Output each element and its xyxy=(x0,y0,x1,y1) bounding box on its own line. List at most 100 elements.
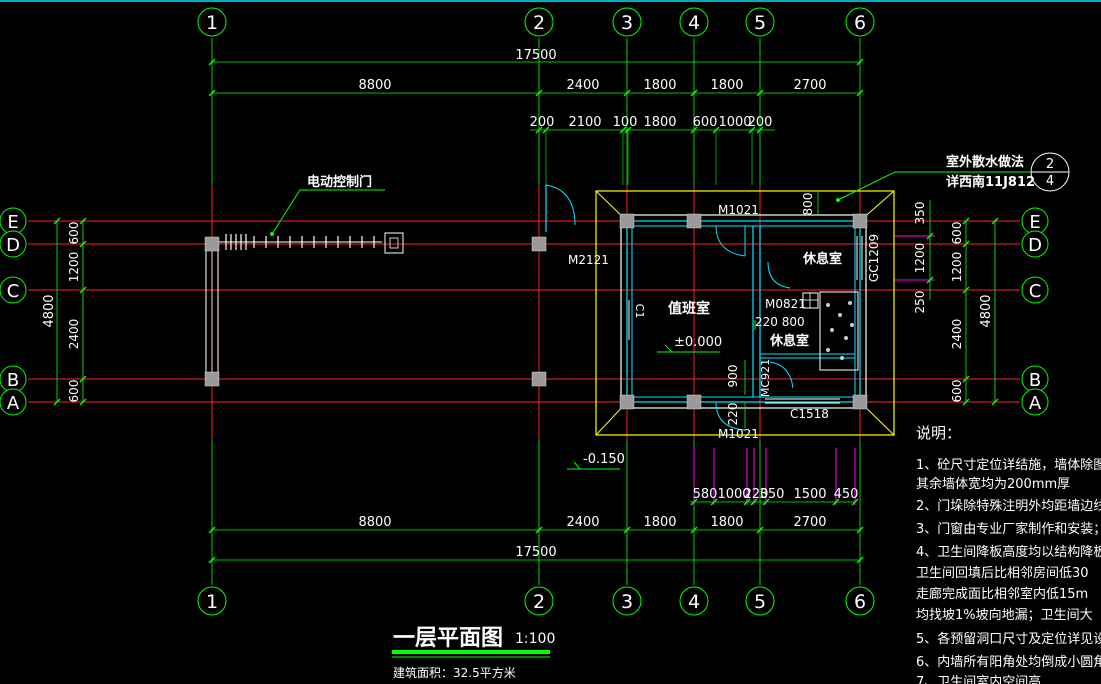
drawing-title: 一层平面图 xyxy=(393,626,503,651)
axis-D-left: D xyxy=(6,235,20,256)
building-area: 建筑面积：32.5平方米 xyxy=(393,665,516,680)
label-duty-room: 值班室 xyxy=(668,300,710,317)
dim-bot-r1-1: 580 xyxy=(693,487,718,502)
dim-top-r2-6: 1000 xyxy=(718,115,751,130)
label-drainage-2: 详西南11J812 xyxy=(946,174,1035,190)
axis-4-top: 4 xyxy=(688,12,700,34)
note-4b: 卫生间回填后比相邻房间低30 xyxy=(916,565,1089,581)
dim-bot-r1-4: 350 xyxy=(760,487,785,502)
label-drainage-num: 2 xyxy=(1046,157,1054,172)
dim-total-top: 17500 xyxy=(515,48,556,63)
note-1: 1、砼尺寸定位详结施，墙体除图中 xyxy=(916,458,1101,473)
building-outline xyxy=(204,152,1070,470)
title-block: 一层平面图 1:100 建筑面积：32.5平方米 xyxy=(392,626,555,680)
axis-3-top: 3 xyxy=(621,12,633,34)
label-d900: 900 xyxy=(726,365,740,388)
dim-bot-r1-2: 1000 xyxy=(717,487,750,502)
dim-bot-r2-1: 8800 xyxy=(358,515,391,530)
dim-right-inner-1: 350 xyxy=(913,202,927,225)
axis-E-left: E xyxy=(7,212,18,233)
axis-B-right: B xyxy=(1029,370,1041,391)
axis-5-bottom: 5 xyxy=(754,591,766,613)
dim-top-2: 2400 xyxy=(566,78,599,93)
label-c1: C1 xyxy=(633,304,646,319)
label-m0821: M0821 xyxy=(765,297,806,311)
dim-right-4: 600 xyxy=(950,380,964,403)
notes-heading: 说明： xyxy=(916,424,961,442)
note-1b: 其余墙体宽均为200mm厚 xyxy=(916,476,1070,492)
note-6: 6、内墙所有阳角处均倒成小圆角。 xyxy=(916,654,1101,670)
top-dimensions: 17500 8800 2400 1800 1800 2700 200 2100 … xyxy=(208,48,864,185)
dim-bot-r1-3: 220 xyxy=(744,487,769,502)
dim-left-3: 2400 xyxy=(67,319,81,350)
dim-top-3: 1800 xyxy=(643,78,676,93)
axis-1-top: 1 xyxy=(206,12,218,34)
dim-top-r2-3: 100 xyxy=(613,115,638,130)
label-drainage-1: 室外散水做法 xyxy=(946,154,1024,170)
left-dimensions: 4800 600 1200 2400 600 xyxy=(42,217,87,406)
note-4: 4、卫生间降板高度均以结构降板高 xyxy=(916,544,1101,560)
label-d800-top: 800 xyxy=(801,193,815,216)
gate-label: 电动控制门 xyxy=(307,174,372,190)
dim-bot-r2-5: 2700 xyxy=(793,515,826,530)
axis-E-right: E xyxy=(1029,212,1040,233)
dim-bot-r1-6: 450 xyxy=(834,487,859,502)
dim-left-2: 1200 xyxy=(67,252,81,283)
axis-A-right: A xyxy=(1029,393,1042,414)
label-elev-outside: -0.150 xyxy=(583,452,625,467)
electric-gate: 电动控制门 xyxy=(205,174,404,380)
dim-bot-r2-3: 1800 xyxy=(643,515,676,530)
label-c1518: C1518 xyxy=(790,407,829,421)
dim-right-3: 2400 xyxy=(950,319,964,350)
label-elev-zero: ±0.000 xyxy=(674,335,722,350)
dim-right-2: 1200 xyxy=(950,252,964,283)
note-4d: 均找坡1%坡向地漏；卫生间大 xyxy=(916,607,1093,623)
dim-bot-r2-4: 1800 xyxy=(710,515,743,530)
label-gc1209: GC1209 xyxy=(867,234,881,282)
axis-6-bottom: 6 xyxy=(854,591,866,613)
bottom-dimensions: 580 1000 220 350 1500 450 8800 2400 1800… xyxy=(208,448,864,564)
dim-total-bottom: 17500 xyxy=(515,545,556,560)
axis-C-right: C xyxy=(1029,281,1042,302)
label-m1021-bottom: M1021 xyxy=(718,427,759,441)
label-drainage-den: 4 xyxy=(1046,174,1054,189)
label-d220-800: 220 800 xyxy=(755,315,805,329)
dim-top-r2-1: 200 xyxy=(530,115,555,130)
axis-3-bottom: 3 xyxy=(621,591,633,613)
label-mc921: MC921 xyxy=(759,359,772,397)
axis-2-top: 2 xyxy=(533,12,545,34)
axis-6-top: 6 xyxy=(854,12,866,34)
dim-top-5: 2700 xyxy=(793,78,826,93)
dim-top-r2-2: 2100 xyxy=(568,115,601,130)
axis-B-left: B xyxy=(7,370,19,391)
note-4c: 走廊完成面比相邻室内低15m xyxy=(916,586,1088,602)
dim-bot-r1-5: 1500 xyxy=(793,487,826,502)
dim-left-4: 600 xyxy=(67,380,81,403)
note-3: 3、门窗由专业厂家制作和安装；尺 xyxy=(916,521,1101,537)
dim-right-inner-3: 250 xyxy=(913,291,927,314)
axis-2-bottom: 2 xyxy=(533,591,545,613)
axis-5-top: 5 xyxy=(754,12,766,34)
dim-left-1: 600 xyxy=(67,222,81,245)
notes-block: 说明： 1、砼尺寸定位详结施，墙体除图中 其余墙体宽均为200mm厚 2、门垛除… xyxy=(916,424,1101,684)
dim-right-total: 4800 xyxy=(979,294,994,327)
axis-1-bottom: 1 xyxy=(206,591,218,613)
label-d220: 220 xyxy=(726,403,740,426)
dim-top-r2-7: 200 xyxy=(748,115,773,130)
right-dimensions: 350 1200 250 600 1200 2400 600 4800 xyxy=(895,200,999,406)
note-7: 7、卫生间室内空间高 xyxy=(916,674,1041,684)
dim-top-r2-5: 600 xyxy=(693,115,718,130)
dim-top-1: 8800 xyxy=(358,78,391,93)
note-2: 2、门垛除特殊注明外均距墙边线1 xyxy=(916,499,1101,514)
axis-bubbles-vertical: 1 2 3 4 5 6 1 2 3 4 5 6 xyxy=(197,7,875,616)
axis-C-left: C xyxy=(7,281,20,302)
axis-A-left: A xyxy=(7,393,20,414)
dim-right-inner-2: 1200 xyxy=(913,243,927,274)
dim-bot-r2-2: 2400 xyxy=(566,515,599,530)
dim-right-1: 600 xyxy=(950,222,964,245)
building-labels: 室外散水做法 详西南11J812 2 4 800 M2121 M1021 值班室… xyxy=(568,154,1054,467)
dim-top-4: 1800 xyxy=(710,78,743,93)
label-m1021-top: M1021 xyxy=(718,203,759,217)
dim-top-r2-4: 1800 xyxy=(643,115,676,130)
